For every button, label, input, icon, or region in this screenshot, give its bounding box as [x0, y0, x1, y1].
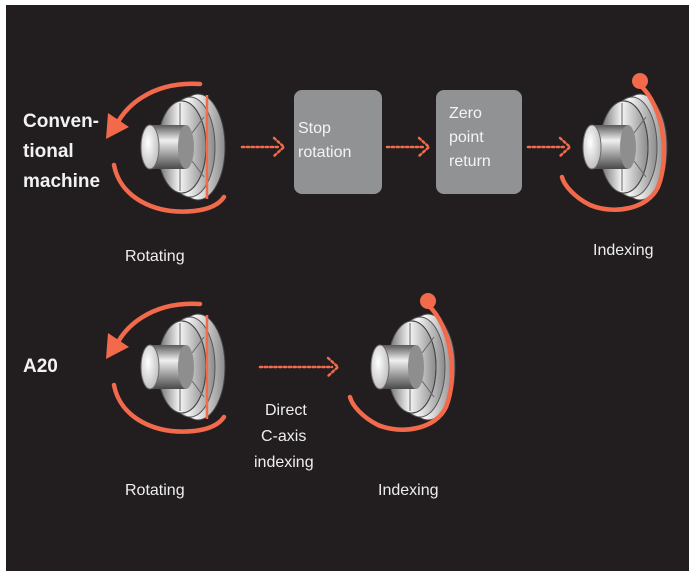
- row1-start-caption: Rotating: [125, 248, 185, 265]
- step1-line2: rotation: [298, 144, 351, 161]
- indexing-spindle-icon: [562, 73, 667, 210]
- row2-end-caption: Indexing: [378, 482, 439, 499]
- direct-indexing-caption-line2: C-axis: [261, 428, 306, 445]
- direct-indexing-caption-line1: Direct: [265, 402, 307, 419]
- row1-label-line2: tional: [23, 141, 74, 162]
- dotted-arrow-icon: [385, 136, 431, 158]
- row2-label: A20: [23, 356, 58, 377]
- rotating-spindle-icon: [106, 304, 225, 432]
- step2-line2: point: [449, 129, 484, 146]
- step-box-zero-point-return: [436, 90, 522, 194]
- rotating-spindle-icon: [106, 84, 225, 212]
- diagram-panel: Conven- tional machine Rotating Stop rot…: [6, 5, 689, 571]
- direct-indexing-caption-line3: indexing: [254, 454, 314, 471]
- dotted-arrow-icon: [526, 136, 572, 158]
- step-box-stop-rotation: [294, 90, 382, 194]
- process-diagram: Conven- tional machine Rotating Stop rot…: [23, 5, 689, 499]
- row2-start-caption: Rotating: [125, 482, 185, 499]
- dotted-arrow-icon: [258, 356, 340, 378]
- row1-label-line3: machine: [23, 171, 100, 192]
- dotted-arrow-icon: [240, 136, 286, 158]
- row1-label-line1: Conven-: [23, 111, 99, 132]
- step2-line3: return: [449, 153, 491, 170]
- step2-line1: Zero: [449, 105, 482, 122]
- indexing-spindle-icon: [350, 293, 455, 430]
- step1-line1: Stop: [298, 120, 331, 137]
- row1-end-caption: Indexing: [593, 242, 654, 259]
